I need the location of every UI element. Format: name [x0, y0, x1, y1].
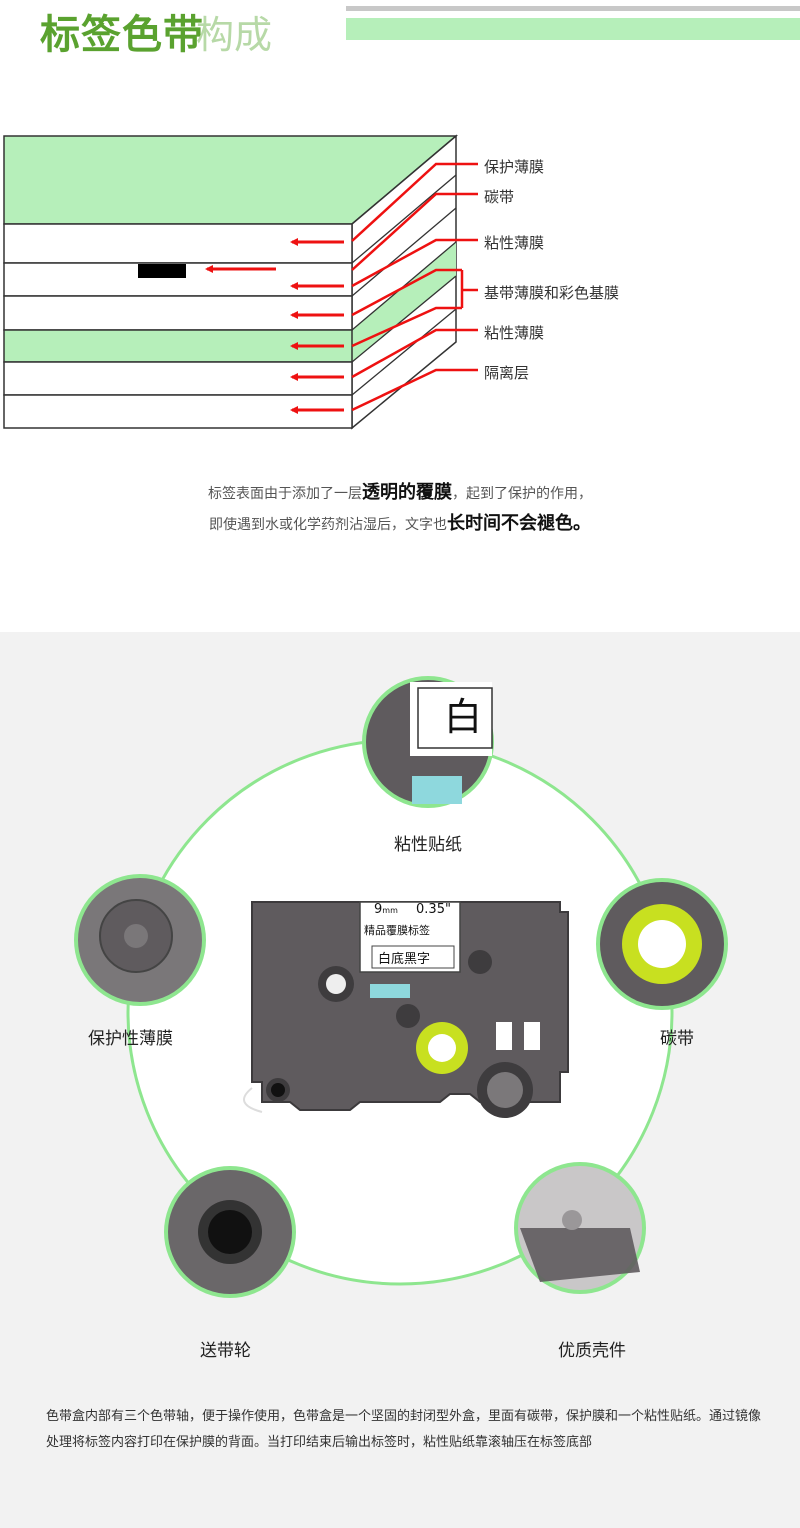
header-divider — [346, 6, 800, 11]
section-subtitle: 构成 — [196, 13, 273, 57]
cassette-name: 精品覆膜标签 — [364, 924, 430, 937]
detail-wheel — [164, 1166, 296, 1298]
label-shell: 优质壳件 — [558, 1341, 626, 1361]
description-line-1: 标签表面由于添加了一层透明的覆膜，起到了保护的作用， — [208, 482, 592, 503]
label-protect-film: 保护性薄膜 — [88, 1029, 173, 1049]
label-carbon-ribbon: 碳带 — [484, 188, 515, 206]
detail-label-text: 白 — [444, 695, 483, 739]
layer-structure-diagram: 保护薄膜 碳带 粘性薄膜 基带薄膜和彩色基膜 粘性薄膜 隔离层 — [0, 120, 800, 450]
carbon-ribbon-mark — [138, 264, 186, 278]
label-protective-film: 保护薄膜 — [484, 158, 545, 176]
section-title: 标签色带 — [40, 12, 204, 58]
label-base-film: 基带薄膜和彩色基膜 — [484, 284, 620, 302]
label-adhesive-film-2: 粘性薄膜 — [484, 324, 545, 342]
layer-description: 标签表面由于添加了一层透明的覆膜，起到了保护的作用， 即使遇到水或化学药剂沾湿后… — [0, 478, 800, 540]
label-adhesive-film-1: 粘性薄膜 — [484, 234, 545, 252]
header-green-bar — [346, 18, 800, 40]
label-sticker: 粘性贴纸 — [394, 835, 462, 855]
detail-protect — [74, 874, 206, 1006]
section-header: 标签色带 构成 — [0, 0, 800, 60]
cassette-section: 9mm 0.35" 精品覆膜标签 白底黑字 白 粘性贴纸 保护性薄膜 碳带 送带… — [0, 632, 800, 1528]
label-release-layer: 隔离层 — [484, 364, 530, 382]
description-line-2: 即使遇到水或化学药剂沾湿后，文字也长时间不会褪色。 — [209, 513, 591, 534]
label-ribbon: 碳带 — [660, 1029, 694, 1049]
layer-stack-illustration — [3, 134, 478, 430]
detail-shell — [514, 1162, 646, 1294]
cassette-size: 9mm 0.35" — [374, 902, 451, 917]
label-feed-wheel: 送带轮 — [200, 1341, 251, 1361]
detail-ribbon — [596, 878, 728, 1010]
detail-sticker — [362, 676, 494, 808]
cassette-illustration — [74, 676, 728, 1298]
cassette-type: 白底黑字 — [378, 952, 431, 967]
tape-cassette — [243, 901, 569, 1118]
cassette-description: 色带盒内部有三个色带轴，便于操作使用，色带盒是一个坚固的封闭型外盒，里面有碳带，… — [46, 1409, 762, 1450]
